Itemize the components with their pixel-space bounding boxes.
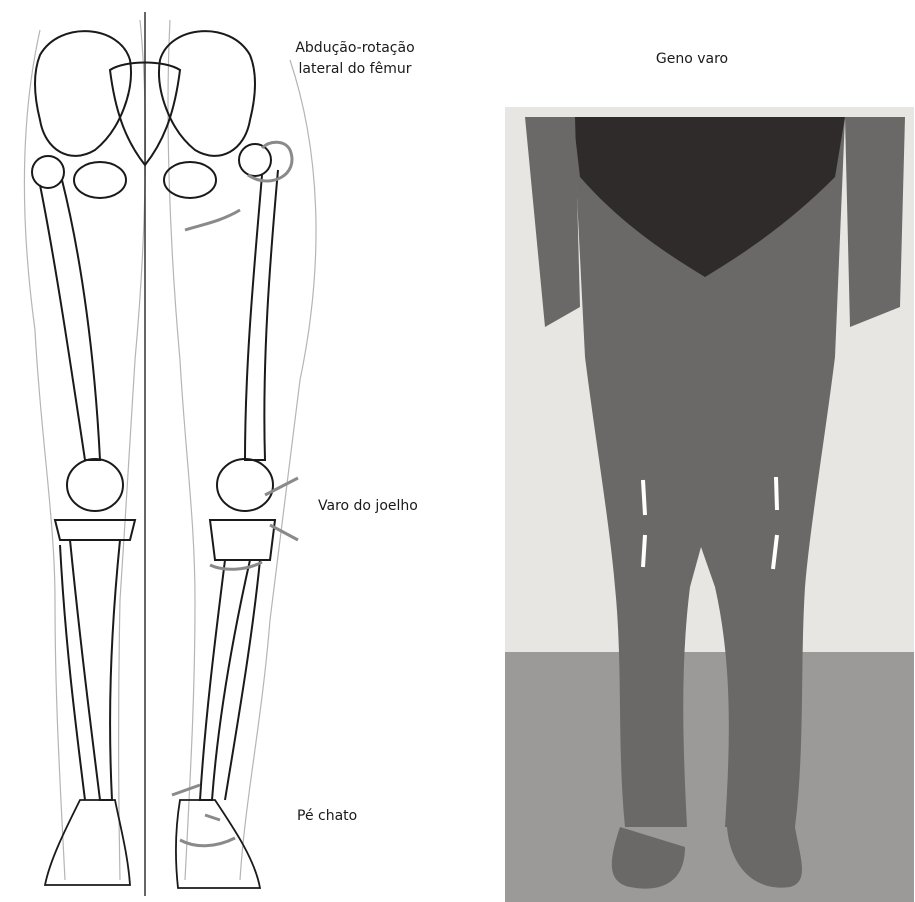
femurs [32,144,278,460]
knee-mark-left-upper [643,480,645,515]
knee-mark-right-upper [776,477,777,510]
label-geno-varo: Geno varo [622,49,762,70]
label-pe-chato: Pé chato [297,806,357,827]
knees [55,459,275,560]
skeleton-diagram [0,0,460,902]
geno-varo-photo [505,107,914,902]
label-abducao-rotacao: Abdução-rotação lateral do fêmur [270,38,440,80]
feet [45,800,260,888]
tibias [60,540,260,800]
body-outline [24,20,316,880]
knee-mark-left-lower [643,535,645,567]
label-varo-joelho: Varo do joelho [318,496,418,517]
